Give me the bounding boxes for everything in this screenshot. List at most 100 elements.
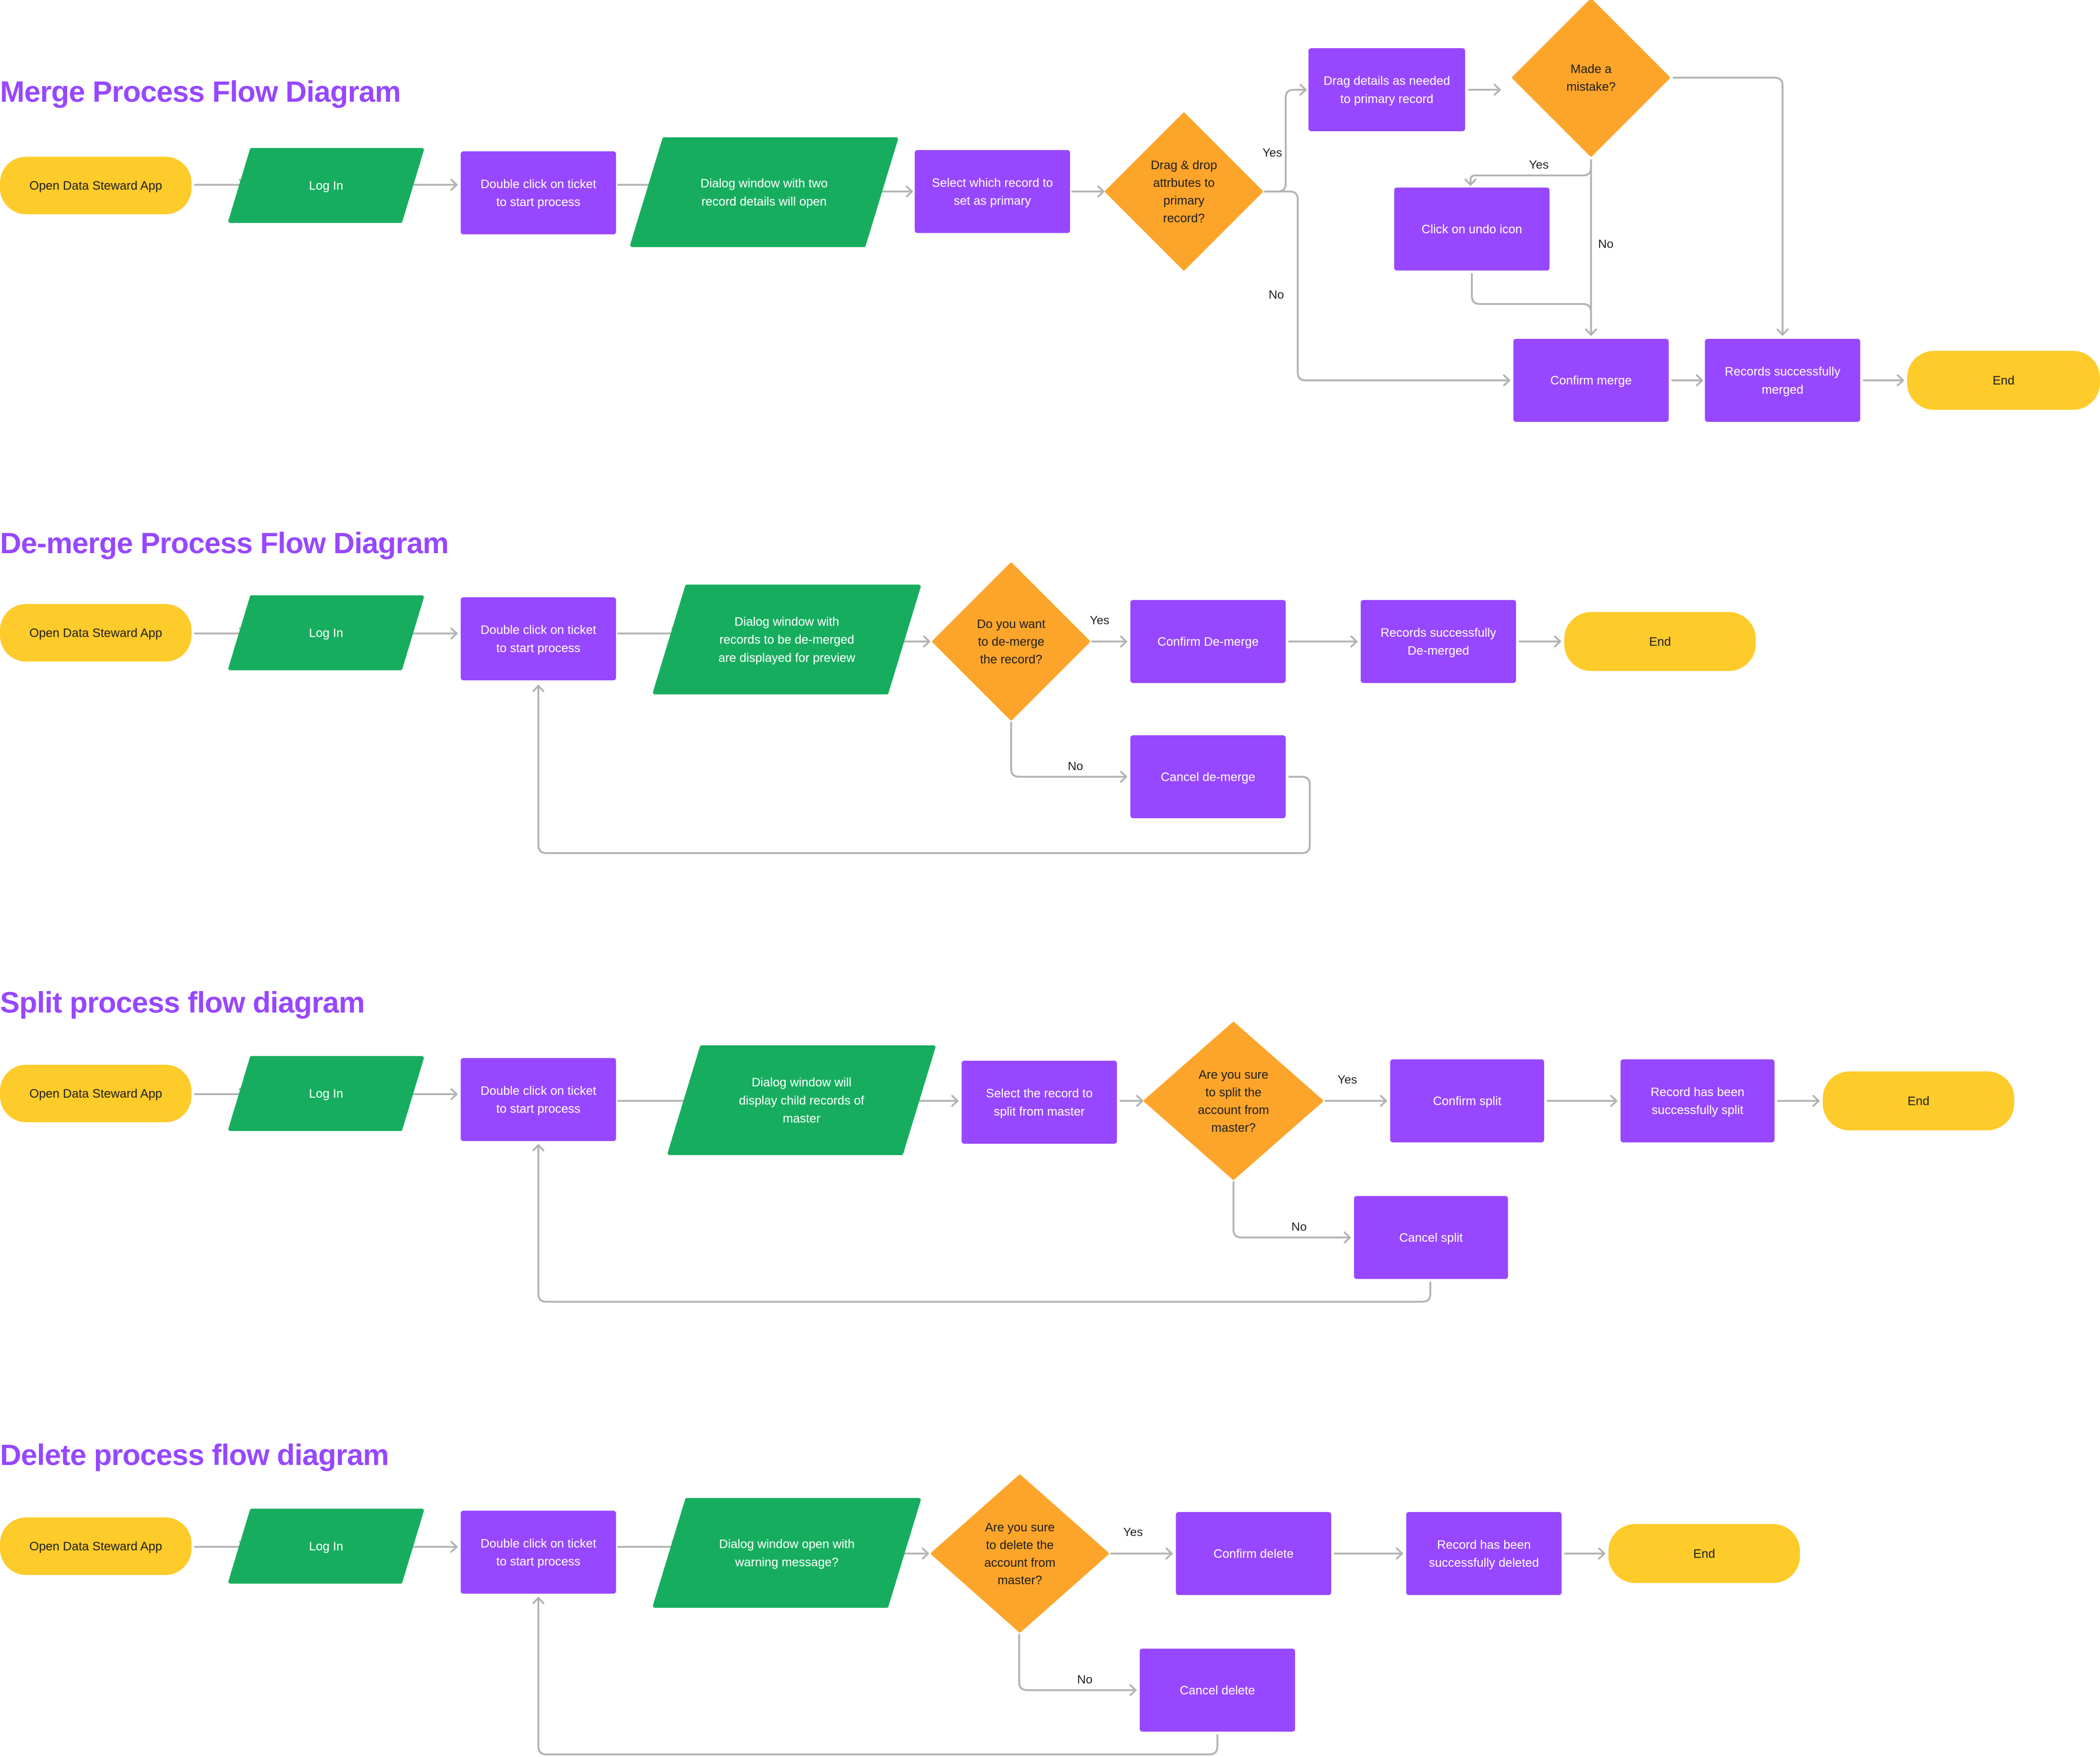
node-cancel-process[interactable]: Cancel split bbox=[1354, 1196, 1508, 1279]
node-label: Log In bbox=[309, 1540, 344, 1553]
node-end-terminal[interactable]: End bbox=[1564, 612, 1756, 671]
process-shape bbox=[961, 1060, 1117, 1144]
node-label-line: Log In bbox=[309, 1087, 344, 1101]
node-label-line: set as primary bbox=[954, 194, 1031, 208]
node-login-io[interactable]: Log In bbox=[228, 1056, 424, 1132]
node-cancel-process[interactable]: Cancel delete bbox=[1139, 1648, 1295, 1732]
node-confirm-process[interactable]: Confirm split bbox=[1390, 1059, 1544, 1143]
arrowhead-icon bbox=[1136, 1095, 1144, 1107]
node-dblclick-process[interactable]: Double click on ticket to start process bbox=[460, 597, 616, 680]
node-label: Cancel split bbox=[1399, 1231, 1463, 1245]
decision-diamond-shape bbox=[1105, 112, 1263, 271]
node-label-line: to start process bbox=[496, 641, 580, 655]
node-label-line: Made a bbox=[1570, 63, 1612, 76]
node-end-terminal[interactable]: End bbox=[1907, 351, 2100, 410]
arrowhead-icon bbox=[1776, 328, 1789, 336]
terminal-shape bbox=[1564, 612, 1756, 671]
node-label-line: Record has been bbox=[1437, 1538, 1531, 1552]
arrowhead-icon bbox=[532, 684, 544, 692]
node-label-line: Confirm merge bbox=[1550, 374, 1632, 388]
node-label-line: Do you want bbox=[977, 617, 1045, 631]
process-shape bbox=[1394, 187, 1550, 271]
node-label-line: Open Data Steward App bbox=[29, 627, 162, 640]
node-label-line: Log In bbox=[309, 179, 344, 193]
node-label-line: Double click on ticket bbox=[480, 623, 596, 637]
terminal-shape bbox=[1907, 351, 2100, 410]
node-label-line: De-merged bbox=[1407, 644, 1469, 658]
process-shape bbox=[915, 150, 1071, 233]
arrowhead-icon bbox=[1097, 185, 1105, 198]
node-select-process[interactable]: Select the record to split from master bbox=[961, 1060, 1117, 1144]
node-start-terminal[interactable]: Open Data Steward App bbox=[0, 156, 192, 214]
node-confirm-process[interactable]: Confirm merge bbox=[1513, 338, 1669, 422]
connector-decide-to-cancel: No bbox=[1010, 721, 1127, 783]
process-shape bbox=[1176, 1512, 1331, 1596]
terminal-shape bbox=[0, 1517, 192, 1575]
node-label: Double click on ticket to start process bbox=[480, 623, 596, 655]
process-shape bbox=[1390, 1059, 1544, 1143]
node-end-terminal[interactable]: End bbox=[1608, 1524, 1800, 1583]
arrowhead-icon bbox=[1493, 84, 1501, 96]
node-start-terminal[interactable]: Open Data Steward App bbox=[0, 1064, 192, 1123]
io-parallelogram-shape bbox=[228, 1508, 424, 1584]
node-label-line: to split the bbox=[1205, 1085, 1261, 1099]
node-label-line: to start process bbox=[496, 1102, 580, 1116]
process-shape bbox=[460, 1058, 616, 1141]
connector-confirm-to-success bbox=[1334, 1547, 1403, 1560]
connector-success-to-end bbox=[1519, 635, 1562, 648]
connector-select-to-dragdrop bbox=[1071, 185, 1105, 198]
node-label-line: split from master bbox=[994, 1105, 1084, 1119]
node-label-line: Open Data Steward App bbox=[29, 1540, 162, 1553]
connector-line bbox=[1264, 89, 1306, 193]
demerge-diagram-title: De-merge Process Flow Diagram bbox=[0, 526, 449, 560]
merge-diagram-title: Merge Process Flow Diagram bbox=[0, 75, 401, 109]
node-confirm-process[interactable]: Confirm delete bbox=[1176, 1512, 1331, 1596]
node-cancel-process[interactable]: Cancel de-merge bbox=[1130, 735, 1286, 819]
node-start-terminal[interactable]: Open Data Steward App bbox=[0, 604, 192, 662]
node-login-io[interactable]: Log In bbox=[228, 595, 424, 671]
process-shape bbox=[1360, 600, 1517, 683]
io-parallelogram-shape bbox=[653, 1498, 921, 1608]
node-label-line: Select the record to bbox=[986, 1087, 1093, 1101]
io-parallelogram-shape bbox=[653, 584, 921, 695]
process-shape bbox=[1705, 338, 1861, 422]
io-parallelogram-shape bbox=[630, 137, 898, 247]
node-login-io[interactable]: Log In bbox=[228, 148, 424, 223]
connector-success-to-end bbox=[1777, 1095, 1820, 1107]
arrowhead-icon bbox=[905, 185, 913, 198]
io-parallelogram-shape bbox=[228, 1056, 424, 1132]
node-label-line: Records successfully bbox=[1725, 365, 1841, 379]
node-start-terminal[interactable]: Open Data Steward App bbox=[0, 1517, 192, 1575]
node-confirm-process[interactable]: Confirm De-merge bbox=[1130, 600, 1286, 683]
node-undo-process[interactable]: Click on undo icon bbox=[1394, 187, 1550, 271]
node-label-line: Are you sure bbox=[1199, 1068, 1268, 1082]
node-login-io[interactable]: Log In bbox=[228, 1508, 424, 1584]
decision-diamond-shape bbox=[1143, 1022, 1323, 1180]
node-label-line: record? bbox=[1163, 212, 1204, 226]
decision-diamond-shape bbox=[1512, 0, 1670, 157]
connector-confirm-to-success bbox=[1671, 374, 1703, 387]
node-label: Select the record to split from master bbox=[986, 1087, 1093, 1119]
node-end-terminal[interactable]: End bbox=[1823, 1071, 2014, 1130]
